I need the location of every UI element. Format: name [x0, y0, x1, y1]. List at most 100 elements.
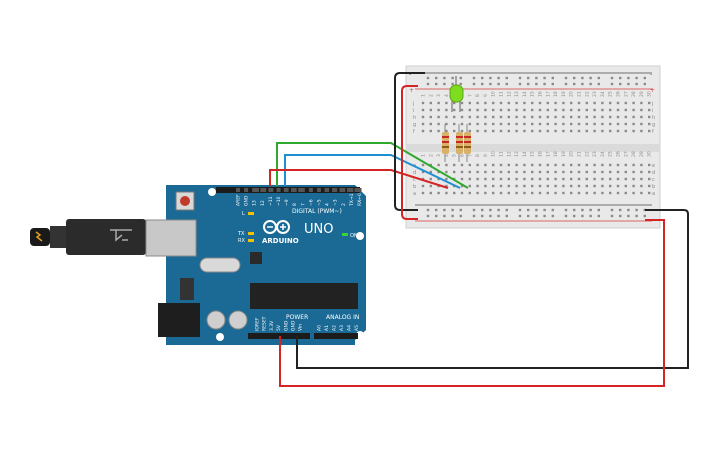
breadboard-hole[interactable] — [640, 129, 643, 133]
breadboard-hole[interactable] — [601, 129, 604, 133]
breadboard-hole[interactable] — [609, 129, 612, 133]
breadboard-hole[interactable] — [468, 115, 471, 119]
rail-hole[interactable] — [581, 76, 584, 80]
breadboard-hole[interactable] — [538, 170, 542, 174]
rail-hole[interactable] — [505, 82, 508, 86]
breadboard-hole[interactable] — [648, 122, 651, 126]
red-wire-5v[interactable] — [279, 219, 665, 387]
breadboard-hole[interactable] — [531, 191, 534, 195]
breadboard-hole[interactable] — [616, 177, 620, 181]
rail-hole[interactable] — [551, 82, 554, 86]
rail-hole[interactable] — [435, 214, 438, 218]
rail-hole[interactable] — [497, 76, 500, 80]
breadboard-hole[interactable] — [562, 115, 565, 119]
breadboard-hole[interactable] — [515, 108, 518, 112]
breadboard-hole[interactable] — [648, 184, 651, 188]
breadboard-hole[interactable] — [507, 184, 510, 188]
breadboard-hole[interactable] — [429, 170, 432, 174]
breadboard-hole[interactable] — [499, 184, 503, 188]
breadboard-hole[interactable] — [546, 184, 549, 188]
breadboard-hole[interactable] — [546, 122, 549, 126]
breadboard-hole[interactable] — [632, 101, 635, 105]
breadboard-hole[interactable] — [476, 122, 479, 126]
breadboard-hole[interactable] — [523, 163, 526, 167]
breadboard-hole[interactable] — [554, 191, 557, 195]
breadboard-hole[interactable] — [429, 184, 432, 188]
breadboard-hole[interactable] — [499, 163, 503, 167]
breadboard-hole[interactable] — [562, 184, 565, 188]
breadboard-hole[interactable] — [570, 101, 573, 105]
rail-hole[interactable] — [564, 214, 568, 218]
rail-hole[interactable] — [497, 208, 500, 212]
breadboard-hole[interactable] — [476, 108, 479, 112]
breadboard-hole[interactable] — [616, 108, 620, 112]
breadboard-hole[interactable] — [554, 101, 557, 105]
breadboard-hole[interactable] — [523, 108, 526, 112]
breadboard-hole[interactable] — [570, 177, 573, 181]
breadboard-hole[interactable] — [640, 184, 643, 188]
breadboard-hole[interactable] — [476, 115, 479, 119]
breadboard-hole[interactable] — [640, 115, 643, 119]
breadboard-hole[interactable] — [531, 108, 534, 112]
breadboard-hole[interactable] — [632, 129, 635, 133]
breadboard-hole[interactable] — [499, 191, 503, 195]
breadboard-hole[interactable] — [624, 129, 627, 133]
rail-hole[interactable] — [472, 76, 476, 80]
breadboard-hole[interactable] — [601, 163, 604, 167]
breadboard-hole[interactable] — [593, 191, 596, 195]
breadboard-hole[interactable] — [445, 163, 448, 167]
rail-hole[interactable] — [489, 76, 492, 80]
rail-hole[interactable] — [472, 208, 476, 212]
breadboard-hole[interactable] — [616, 191, 620, 195]
breadboard-hole[interactable] — [499, 115, 503, 119]
rail-hole[interactable] — [610, 76, 614, 80]
rail-hole[interactable] — [443, 76, 446, 80]
breadboard-hole[interactable] — [531, 170, 534, 174]
rail-hole[interactable] — [451, 208, 454, 212]
breadboard-hole[interactable] — [577, 108, 581, 112]
reset-button-cap[interactable] — [180, 196, 190, 206]
breadboard-hole[interactable] — [585, 177, 588, 181]
breadboard-hole[interactable] — [624, 101, 627, 105]
breadboard-hole[interactable] — [460, 108, 464, 112]
breadboard-hole[interactable] — [609, 170, 612, 174]
rail-hole[interactable] — [505, 208, 508, 212]
breadboard-hole[interactable] — [453, 122, 456, 126]
breadboard-hole[interactable] — [460, 163, 464, 167]
breadboard-hole[interactable] — [437, 115, 440, 119]
breadboard-hole[interactable] — [484, 170, 487, 174]
rail-hole[interactable] — [535, 82, 538, 86]
breadboard-hole[interactable] — [640, 122, 643, 126]
breadboard-hole[interactable] — [421, 177, 425, 181]
power-pin-hole[interactable] — [291, 188, 295, 192]
digital-pin-hole[interactable] — [252, 188, 257, 192]
breadboard-hole[interactable] — [523, 115, 526, 119]
rail-hole[interactable] — [643, 214, 646, 218]
breadboard-hole[interactable] — [624, 115, 627, 119]
breadboard-hole[interactable] — [429, 163, 432, 167]
breadboard-hole[interactable] — [445, 115, 448, 119]
power-pin-hole[interactable] — [269, 188, 274, 192]
breadboard-hole[interactable] — [507, 101, 510, 105]
breadboard-hole[interactable] — [468, 163, 471, 167]
rail-hole[interactable] — [518, 82, 522, 86]
breadboard-hole[interactable] — [616, 129, 620, 133]
green-wire[interactable] — [276, 142, 469, 189]
breadboard-hole[interactable] — [515, 115, 518, 119]
breadboard-hole[interactable] — [562, 108, 565, 112]
rail-hole[interactable] — [581, 82, 584, 86]
breadboard-hole[interactable] — [538, 177, 542, 181]
breadboard-hole[interactable] — [554, 115, 557, 119]
breadboard-hole[interactable] — [476, 177, 479, 181]
breadboard-hole[interactable] — [593, 177, 596, 181]
rail-hole[interactable] — [481, 76, 484, 80]
rail-hole[interactable] — [481, 214, 484, 218]
digital-pin-hole[interactable] — [349, 188, 354, 192]
rail-hole[interactable] — [564, 208, 568, 212]
rail-hole[interactable] — [527, 82, 530, 86]
digital-pin-hole[interactable] — [308, 188, 313, 192]
power-pin-hole[interactable] — [262, 188, 267, 192]
breadboard-hole[interactable] — [421, 108, 425, 112]
breadboard-hole[interactable] — [616, 170, 620, 174]
digital-pin-hole[interactable] — [300, 188, 305, 192]
